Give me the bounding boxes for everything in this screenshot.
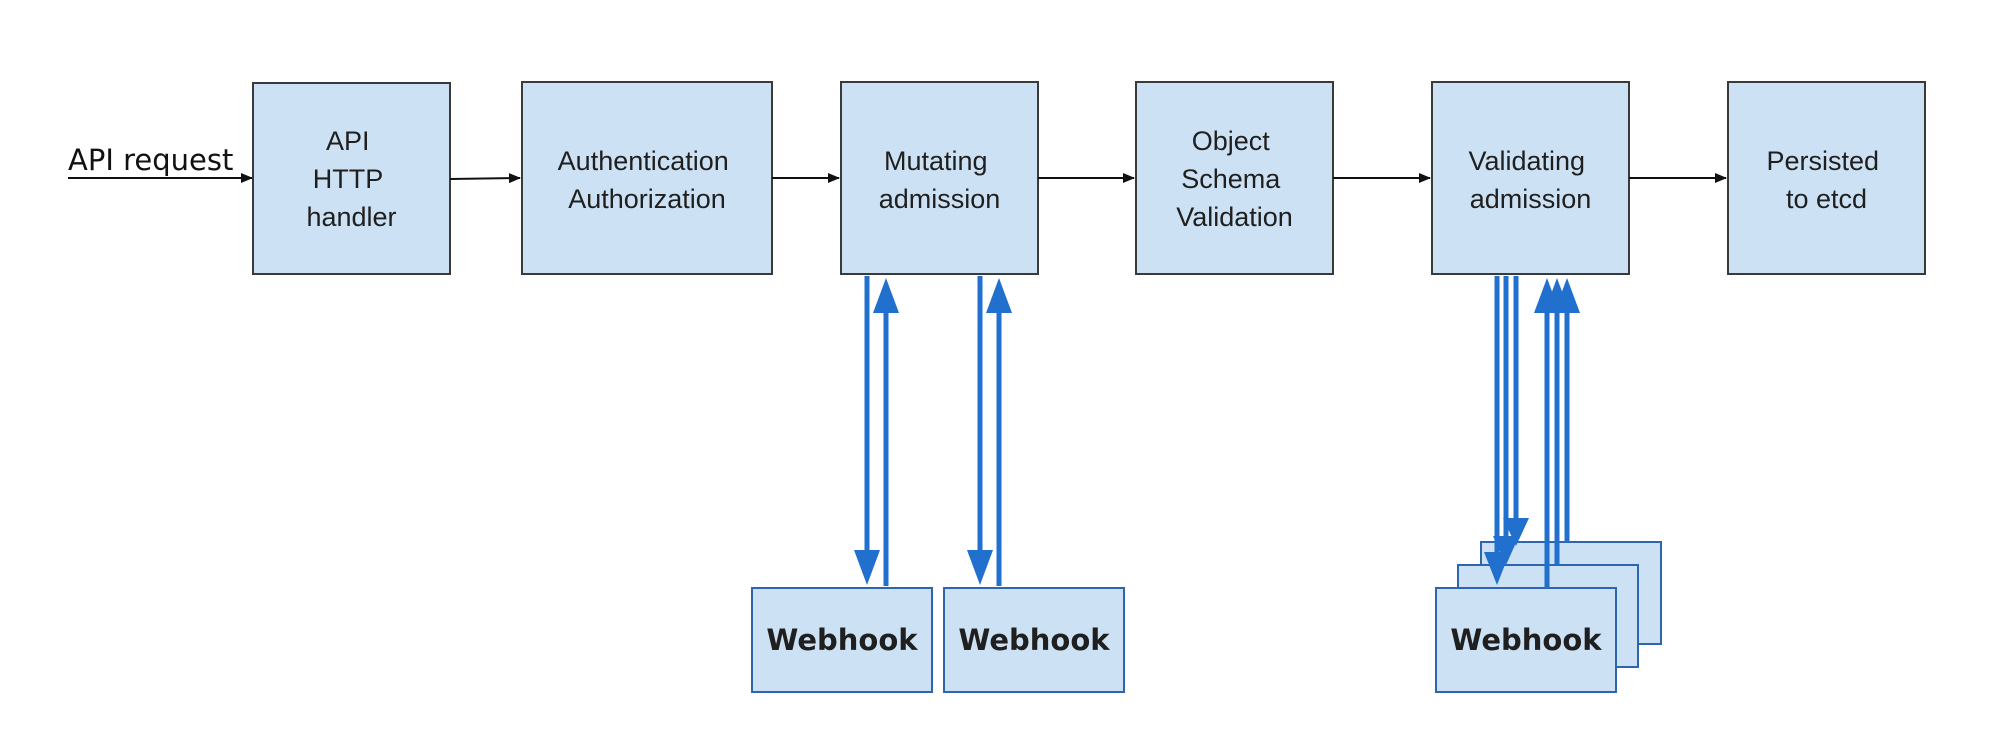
- stage-mutating-admission: Mutating admission: [840, 81, 1039, 275]
- stage-label-line: handler: [306, 202, 396, 232]
- stage-api-http-handler: API HTTP handler: [252, 82, 451, 275]
- stage-label-line: Persisted: [1766, 146, 1879, 176]
- svg-text:Object Schema Vali: Object Schema Validation: [1176, 126, 1293, 232]
- svg-text:Mutating admission: Mutating admission: [879, 146, 1001, 214]
- webhook-request-arrowhead: [1484, 552, 1510, 585]
- stage-box: [252, 82, 451, 275]
- stage-label-line: API: [326, 126, 370, 156]
- webhook-request-arrowhead: [967, 550, 993, 585]
- mutating-webhook-2: Webhook: [943, 587, 1125, 693]
- stage-label-line: admission: [879, 184, 1001, 214]
- svg-text:API HTTP handler: API HTTP handler: [306, 126, 396, 232]
- stage-label-line: Object: [1192, 126, 1271, 156]
- stage-label-line: to etcd: [1786, 184, 1867, 214]
- webhook-label: Webhook: [1450, 623, 1602, 657]
- svg-text:Authentication Authoriza: Authentication Authorization: [558, 146, 737, 214]
- stage-box: [1431, 81, 1630, 275]
- webhook-box: [751, 587, 933, 693]
- webhook-box: [1435, 587, 1617, 693]
- svg-text:Persisted to etcd: Persisted to etcd: [1766, 146, 1886, 214]
- webhook-box: [943, 587, 1125, 693]
- validating-webhook-stack: Webhook: [1435, 541, 1662, 693]
- webhook-response-arrowhead: [986, 278, 1012, 313]
- stage-box: [840, 81, 1039, 275]
- flow-arrow: [449, 173, 521, 184]
- stage-label-line: Validating: [1468, 146, 1585, 176]
- stage-authentication-authorization: Authentication Authorization: [521, 81, 773, 275]
- svg-text:Validating admission: Validating admission: [1468, 146, 1592, 214]
- stage-persisted-to-etcd: Persisted to etcd: [1727, 81, 1926, 275]
- stage-box: [1727, 81, 1926, 275]
- stage-label-line: Authorization: [568, 184, 726, 214]
- webhook-request-arrowhead: [1503, 518, 1529, 546]
- stage-box: [521, 81, 773, 275]
- stage-label-line: HTTP: [313, 164, 383, 194]
- stage-label-line: admission: [1470, 184, 1592, 214]
- stage-object-schema-validation: Object Schema Validation: [1135, 81, 1334, 275]
- webhook-request-arrowhead: [1493, 536, 1519, 565]
- stage-label-line: Schema: [1181, 164, 1281, 194]
- stage-box: [1135, 81, 1334, 275]
- api-request-label: API request: [68, 143, 233, 177]
- mutating-webhook-arrows: [854, 276, 1012, 586]
- webhook-label: Webhook: [958, 623, 1110, 657]
- stage-label-line: Validation: [1176, 202, 1293, 232]
- webhook-response-arrowhead: [873, 278, 899, 313]
- webhook-request-arrowhead: [854, 550, 880, 585]
- stage-label-line: Mutating: [884, 146, 988, 176]
- webhook-label: Webhook: [766, 623, 918, 657]
- stage-validating-admission: Validating admission: [1431, 81, 1630, 275]
- validating-webhook-arrows: [1484, 276, 1580, 588]
- stage-label-line: Authentication: [558, 146, 729, 176]
- mutating-webhook-1: Webhook: [751, 587, 933, 693]
- webhook-response-arrowhead: [1554, 278, 1580, 313]
